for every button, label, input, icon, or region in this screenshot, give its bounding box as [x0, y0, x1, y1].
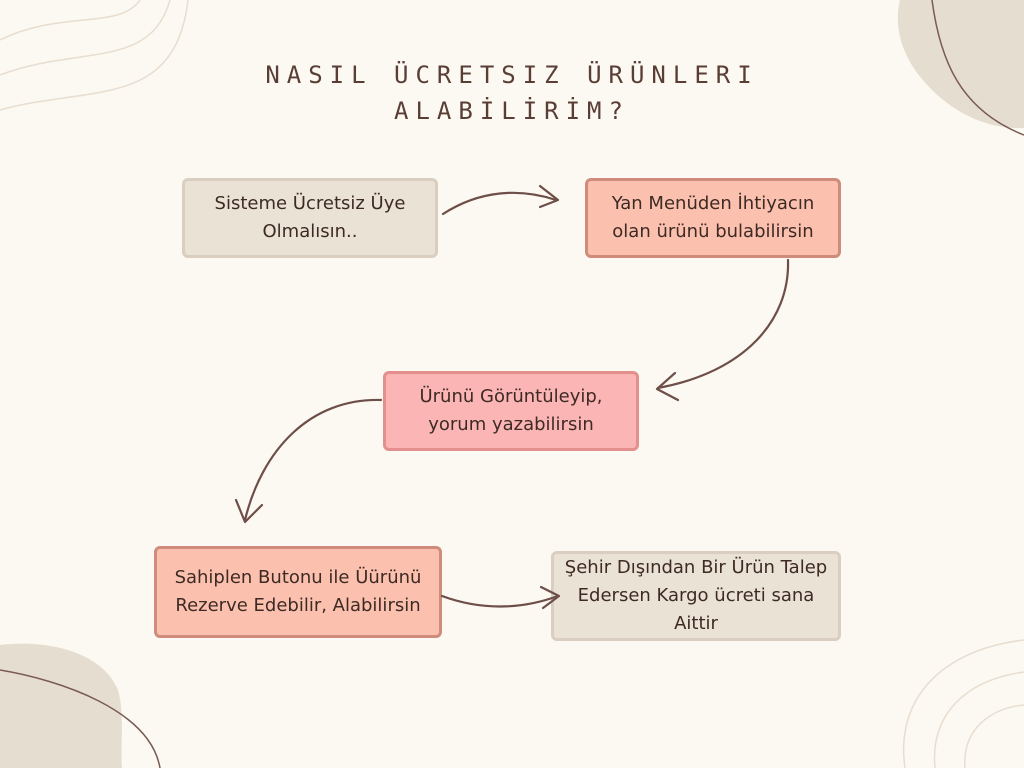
top-left-contour-lines — [0, 0, 189, 111]
step-4-text: Sahiplen Butonu ile Üürünü Rezerve Edebi… — [174, 567, 422, 616]
title-line-2: ALABİLİRİM? — [394, 97, 630, 125]
top-right-blob — [897, 0, 1024, 129]
step-1-box: Sisteme Ücretsiz Üye Olmalısın.. — [182, 178, 438, 258]
title-line-1: NASIL ÜCRETSIZ ÜRÜNLERI — [265, 61, 759, 89]
step-5-text: Şehir Dışından Bir Ürün Talep Edersen Ka… — [564, 557, 828, 634]
bottom-left-curve-line — [0, 669, 161, 768]
step-3-box: Ürünü Görüntüleyip, yorum yazabilirsin — [383, 371, 639, 451]
step-2-box: Yan Menüden İhtiyacın olan ürünü bulabil… — [585, 178, 841, 258]
step-5-box: Şehir Dışından Bir Ürün Talep Edersen Ka… — [551, 551, 841, 641]
step-2-text: Yan Menüden İhtiyacın olan ürünü bulabil… — [611, 193, 815, 242]
bottom-left-blob — [0, 643, 122, 768]
bottom-right-contour-lines — [902, 639, 1024, 768]
step-3-text: Ürünü Görüntüleyip, yorum yazabilirsin — [419, 386, 603, 435]
page-title: NASIL ÜCRETSIZ ÜRÜNLERI ALABİLİRİM? — [212, 57, 812, 129]
top-right-curve-line — [931, 0, 1024, 136]
step-1-text: Sisteme Ücretsiz Üye Olmalısın.. — [214, 193, 406, 242]
step-4-box: Sahiplen Butonu ile Üürünü Rezerve Edebi… — [154, 546, 442, 638]
